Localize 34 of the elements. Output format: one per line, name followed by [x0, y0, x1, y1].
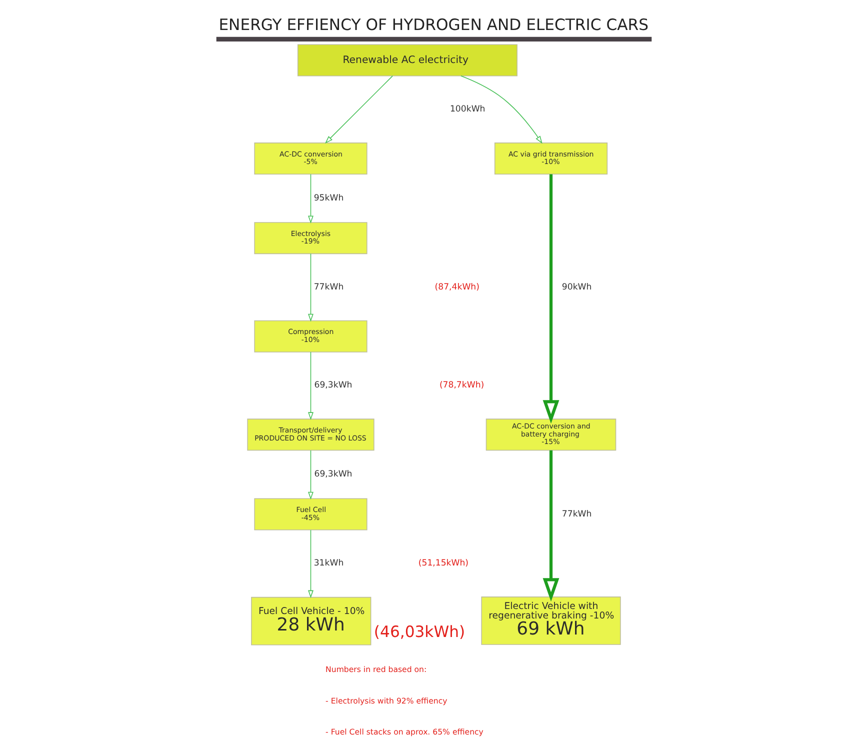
arrow: [308, 450, 314, 500]
node-box: Electrolysis -19%: [254, 222, 368, 254]
label: (78,7kWh): [439, 380, 484, 391]
label: 100kWh: [450, 104, 486, 115]
arrow: [308, 253, 314, 322]
label: - Fuel Cell stacks on aprox. 65% effiency: [326, 728, 484, 737]
node-box: Compression -10%: [254, 320, 368, 352]
node-box: Electric Vehicle with regenerative braking -10% 69 kWh: [481, 596, 621, 645]
edge-label: 90kWh: [562, 282, 592, 292]
node-box: AC via grid transmission -10%: [494, 142, 608, 175]
label: - Electrolysis with 92% effiency: [326, 696, 448, 706]
edge-label: 95kWh: [314, 194, 344, 204]
label: (87,4kWh): [434, 282, 480, 292]
arrow: [308, 352, 314, 420]
node-label: (46,03kWh): [374, 623, 466, 642]
node-box: Fuel Cell -45%: [254, 498, 368, 530]
edge-label: 69,3kWh: [314, 470, 352, 480]
label: (51,15kWh): [418, 558, 469, 569]
edge-label: 77kWh: [562, 509, 592, 520]
arrow: [460, 76, 542, 144]
node-box: AC-DC conversion -5%: [254, 142, 368, 175]
arrow: [542, 174, 560, 424]
edge-label: 69,3kWh: [314, 380, 352, 391]
arrow: [308, 174, 314, 224]
edge-label: 31kWh: [314, 558, 344, 569]
edge-label: 77kWh: [314, 282, 344, 292]
node-box: Renewable AC electricity: [298, 44, 518, 76]
arrow: [308, 530, 314, 598]
arrow: [325, 76, 393, 144]
node-box: Transport/delivery PRODUCED ON SITE = NO LOSS: [247, 418, 374, 451]
label: Numbers in red based on:: [326, 665, 427, 674]
arrow: [542, 450, 560, 602]
node-box: AC-DC conversion and battery charging -15%: [486, 418, 616, 451]
diagram-title: ENERGY EFFIENCY OF HYDROGEN AND ELECTRIC CARS: [218, 16, 648, 34]
